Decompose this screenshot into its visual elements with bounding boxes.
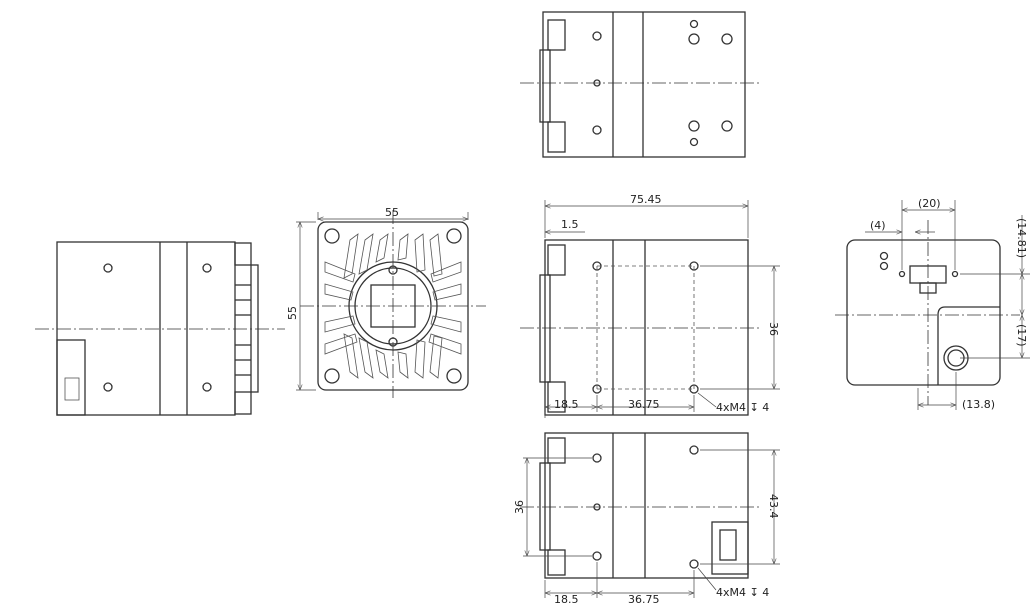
bottom-offset-label: 18.5: [554, 593, 579, 606]
rj45-height-label: (14.81): [1015, 218, 1028, 258]
flange-label: 1.5: [561, 218, 579, 231]
side-view: 75.45 1.5 36 18.5 36.75 4xM4 ↧ 4: [520, 193, 780, 418]
length-label: 75.45: [630, 193, 662, 206]
rj45-offset-label: (4): [870, 219, 886, 232]
front-view: 55 55: [286, 206, 486, 398]
hole-spacing-v-label: 36: [767, 322, 780, 336]
connector-height-label: (17): [1015, 324, 1028, 347]
front-height-label: 55: [286, 306, 299, 320]
offset-label: 18.5: [554, 398, 579, 411]
screw-span-label: (20): [918, 197, 941, 210]
bottom-hole-spacing-v2-label: 43.4: [767, 494, 780, 519]
bottom-thread-note: 4xM4 ↧ 4: [716, 586, 769, 599]
hole-spacing-h-label: 36.75: [628, 398, 660, 411]
back-view: (20) (4) (14.81) (17) (13.8): [835, 197, 1030, 411]
left-side-view: [35, 241, 285, 416]
top-view: [520, 11, 760, 158]
bottom-hole-spacing-h-label: 36.75: [628, 593, 660, 606]
bottom-hole-spacing-v-label: 36: [513, 500, 526, 514]
connector-offset-label: (13.8): [962, 398, 995, 411]
bottom-view: 36 43.4 18.5 36.75 4xM4 ↧ 4: [513, 432, 780, 606]
front-width-label: 55: [385, 206, 399, 219]
thread-note: 4xM4 ↧ 4: [716, 401, 769, 414]
